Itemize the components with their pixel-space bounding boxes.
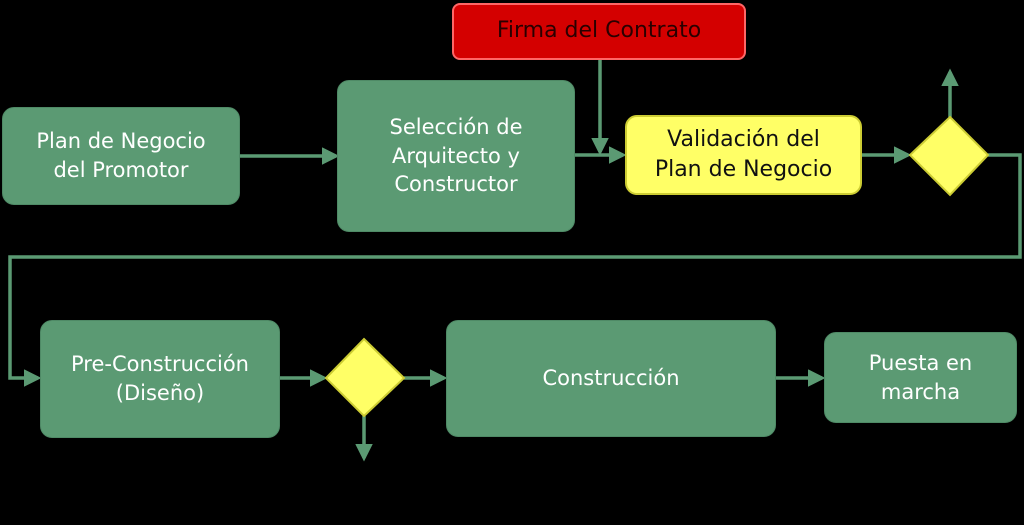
- connector-decision-loop: [8, 153, 1022, 387]
- node-pre-construccion: Pre-Construcción (Diseño): [40, 320, 280, 438]
- decision-diamond-validation: [908, 115, 990, 197]
- decision-diamond-design: [324, 337, 406, 418]
- node-firma-contrato: Firma del Contrato: [452, 3, 746, 60]
- node-construccion: Construcción: [446, 320, 776, 437]
- node-seleccion-arquitecto: Selección de Arquitecto y Constructor: [337, 80, 575, 232]
- node-validacion-plan: Validación del Plan de Negocio: [625, 115, 862, 195]
- node-puesta-en-marcha: Puesta en marcha: [824, 332, 1017, 423]
- node-plan-negocio-promotor: Plan de Negocio del Promotor: [2, 107, 240, 205]
